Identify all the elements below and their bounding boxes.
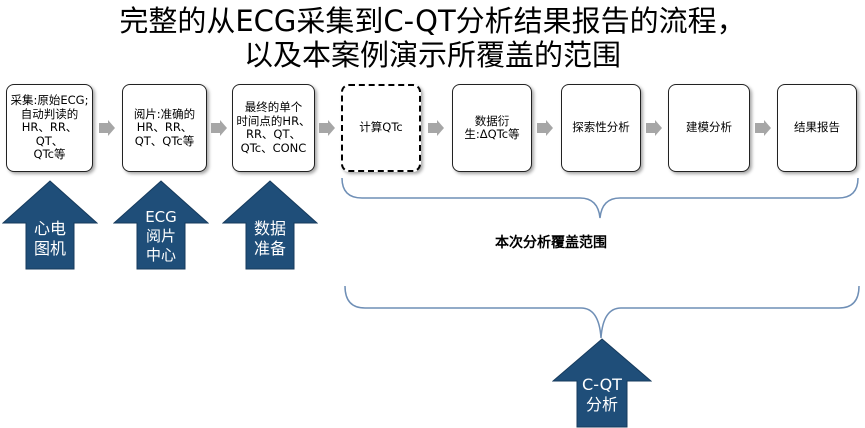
connector-arrow-6 bbox=[646, 120, 662, 136]
connector-arrow-5 bbox=[537, 120, 553, 136]
step-acquisition-text: 采集:原始ECG; 自动判读的 HR、RR、QT、 QTc等 bbox=[10, 93, 89, 162]
source-arrow-ecg-machine bbox=[2, 180, 98, 270]
source-label-reading-center: ECG 阅片 中心 bbox=[145, 208, 177, 264]
scope-brace-bottom bbox=[344, 285, 860, 339]
step-derivation-text: 数据衍 生:ΔQTc等 bbox=[464, 113, 520, 141]
connector-arrow-2 bbox=[211, 120, 227, 136]
step-reading-text: 阅片:准确的 HR、RR、 QT、QTc等 bbox=[133, 106, 196, 148]
connector-arrow-4 bbox=[428, 120, 444, 136]
step-modeling-box: 建模分析 bbox=[668, 84, 750, 172]
analysis-label: C-QT 分析 bbox=[582, 375, 622, 414]
step-modeling-text: 建模分析 bbox=[686, 120, 732, 135]
step-derivation-box: 数据衍 生:ΔQTc等 bbox=[452, 84, 532, 172]
title-line-1: 完整的从ECG采集到C-QT分析结果报告的流程， bbox=[119, 4, 746, 38]
scope-label: 本次分析覆盖范围 bbox=[495, 235, 607, 251]
step-reading-box: 阅片:准确的 HR、RR、 QT、QTc等 bbox=[122, 84, 207, 172]
scope-brace-top bbox=[341, 177, 859, 219]
title-line-2: 以及本案例演示所覆盖的范围 bbox=[243, 38, 621, 72]
source-label-data-prep: 数据 准备 bbox=[253, 219, 286, 258]
step-report-box: 结果报告 bbox=[777, 84, 857, 172]
source-arrow-data-prep bbox=[222, 180, 318, 270]
step-qtc-calc-text: 计算QTc bbox=[359, 120, 403, 135]
step-exploratory-box: 探索性分析 bbox=[561, 84, 641, 172]
step-final-values-box: 最终的单个 时间点的HR、 RR、QT、 QTc、CONC bbox=[232, 84, 315, 172]
source-label-ecg-machine: 心电 图机 bbox=[33, 219, 66, 258]
analysis-arrow bbox=[552, 338, 652, 428]
connector-arrow-3 bbox=[319, 120, 335, 136]
step-qtc-calc-box: 计算QTc bbox=[341, 84, 421, 172]
connector-arrow-1 bbox=[99, 120, 115, 136]
step-acquisition-box: 采集:原始ECG; 自动判读的 HR、RR、QT、 QTc等 bbox=[6, 84, 93, 172]
step-final-values-text: 最终的单个 时间点的HR、 RR、QT、 QTc、CONC bbox=[236, 100, 311, 155]
connector-arrow-7 bbox=[755, 120, 771, 136]
step-exploratory-text: 探索性分析 bbox=[572, 120, 630, 135]
source-arrow-reading-center bbox=[113, 180, 209, 270]
step-report-text: 结果报告 bbox=[794, 120, 840, 135]
